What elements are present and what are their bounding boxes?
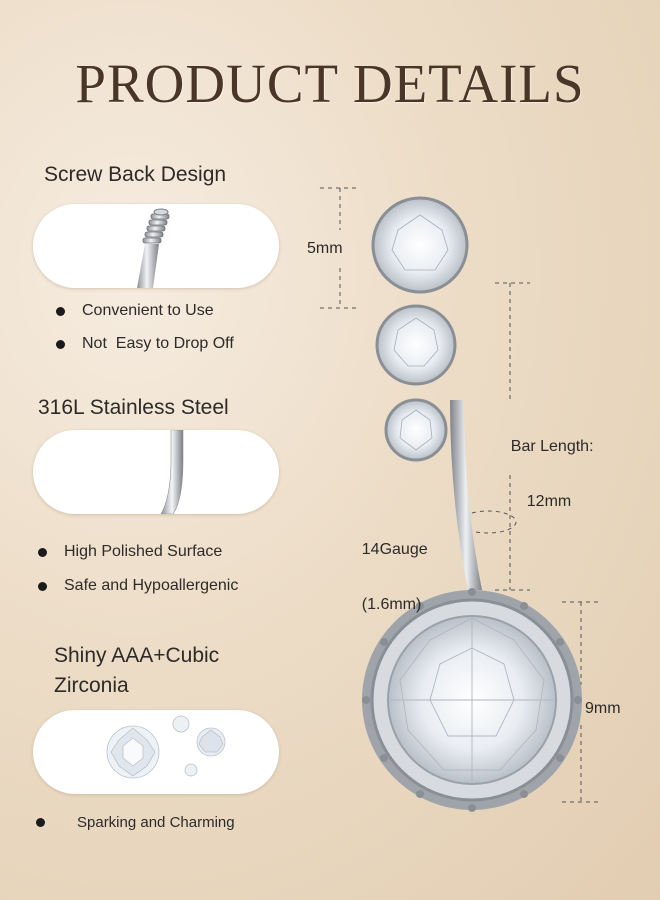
page-title: PRODUCT DETAILS xyxy=(75,53,585,114)
bar-length-line: Bar Length: xyxy=(510,438,594,456)
section-heading-screw-back: Screw Back Design xyxy=(44,163,227,186)
bullet-convenient: Convenient to Use xyxy=(56,302,214,320)
cubic-zirconia-gems-icon xyxy=(33,710,279,794)
screw-back-bar-icon xyxy=(33,204,279,288)
bullet-not-drop: Not Easy to Drop Off xyxy=(56,335,234,353)
bullet-dot xyxy=(38,581,47,591)
gauge-line: 14Gauge xyxy=(361,541,428,559)
bullet-sparkling: Sparking and Charming xyxy=(36,814,235,831)
bar-length-value: 12mm xyxy=(526,492,572,510)
bullet-text: Safe and Hypoallergenic xyxy=(64,577,239,594)
bullet-text: Sparking and Charming xyxy=(77,814,235,831)
gauge-label: 14Gauge (1.6mm) xyxy=(344,509,428,645)
heading-line: Shiny AAA+Cubic xyxy=(54,644,220,667)
bar-length-label: Bar Length: 12mm xyxy=(493,406,594,542)
section-heading-steel: 316L Stainless Steel xyxy=(38,396,229,419)
bottom-gem-size-label: 9mm xyxy=(585,700,621,717)
bullet-text: High Polished Surface xyxy=(64,543,223,560)
bullet-dot xyxy=(38,547,47,557)
bullet-polished: High Polished Surface xyxy=(38,543,222,561)
heading-line: Zirconia xyxy=(54,674,129,698)
bullet-dot xyxy=(56,339,65,349)
bullet-hypoallergenic: Safe and Hypoallergenic xyxy=(38,577,238,595)
top-gem-size-label: 5mm xyxy=(307,240,343,257)
bullet-text: Convenient to Use xyxy=(82,302,214,319)
belly-ring-illustration xyxy=(300,170,640,840)
section-heading-zirconia: Shiny AAA+Cubic Zirconia xyxy=(54,641,219,702)
bullet-dot xyxy=(36,818,45,827)
gauge-value: (1.6mm) xyxy=(361,595,422,613)
bullet-text: Not Easy to Drop Off xyxy=(82,335,234,352)
bullet-dot xyxy=(56,306,65,316)
curved-steel-bar-icon xyxy=(33,430,279,514)
